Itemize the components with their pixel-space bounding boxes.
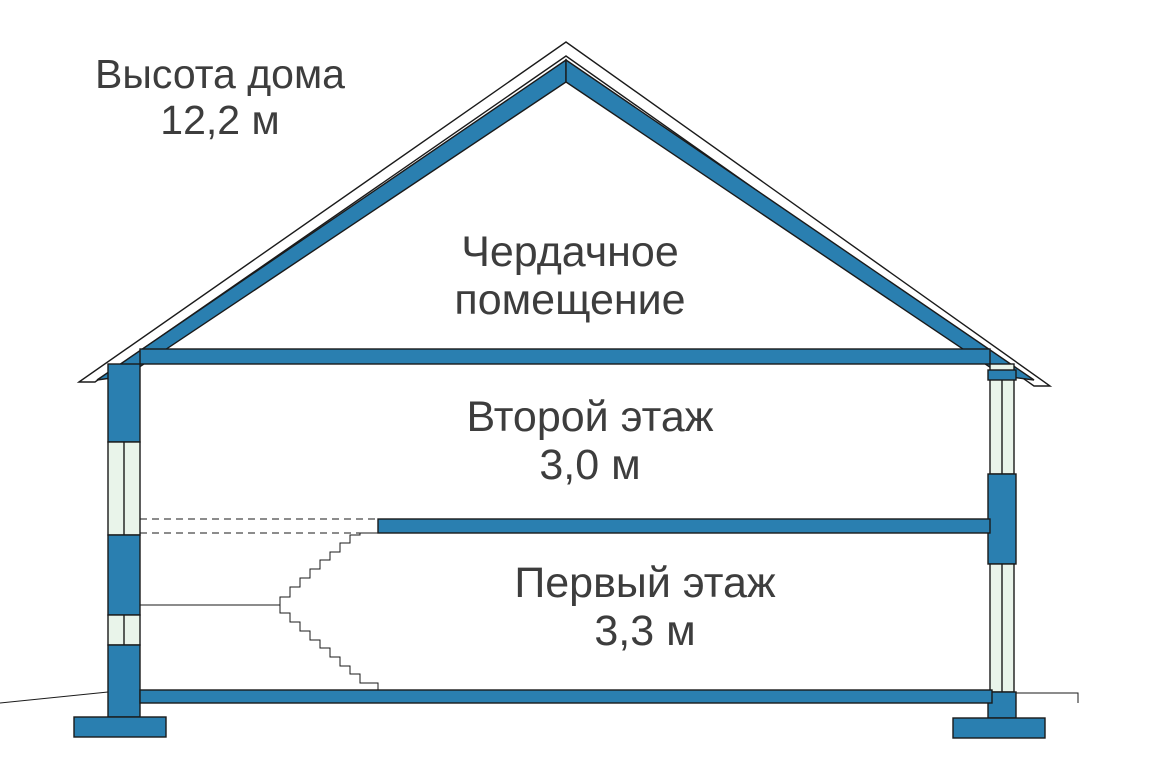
second-floor-label: Второй этаж 3,0 м (400, 393, 780, 489)
roof (96, 58, 1035, 381)
left-wall (107, 363, 141, 718)
first-floor-label: Первый этаж 3,3 м (455, 559, 835, 655)
stair-opening (140, 518, 378, 534)
ground-line (0, 691, 1079, 704)
attic-label-line1: Чердачное (461, 228, 679, 276)
attic-label: Чердачное помещение (400, 228, 740, 324)
ground-floor-slab (139, 689, 993, 704)
interfloor-slab (377, 518, 991, 534)
right-wall (987, 363, 1017, 719)
house-height-label: Высота дома 12,2 м (30, 51, 410, 144)
foundation-footings (73, 716, 1046, 739)
house-height-value: 12,2 м (160, 96, 280, 143)
second-floor-name: Второй этаж (466, 393, 714, 441)
staircase (140, 532, 398, 693)
first-floor-name: Первый этаж (514, 559, 776, 607)
first-floor-height: 3,3 м (594, 607, 696, 656)
attic-label-line2: помещение (454, 276, 686, 325)
roof-eaves (76, 41, 1053, 387)
second-floor-height: 3,0 м (539, 441, 641, 490)
attic-floor-slab (139, 348, 991, 365)
house-height-title: Высота дома (95, 51, 345, 97)
